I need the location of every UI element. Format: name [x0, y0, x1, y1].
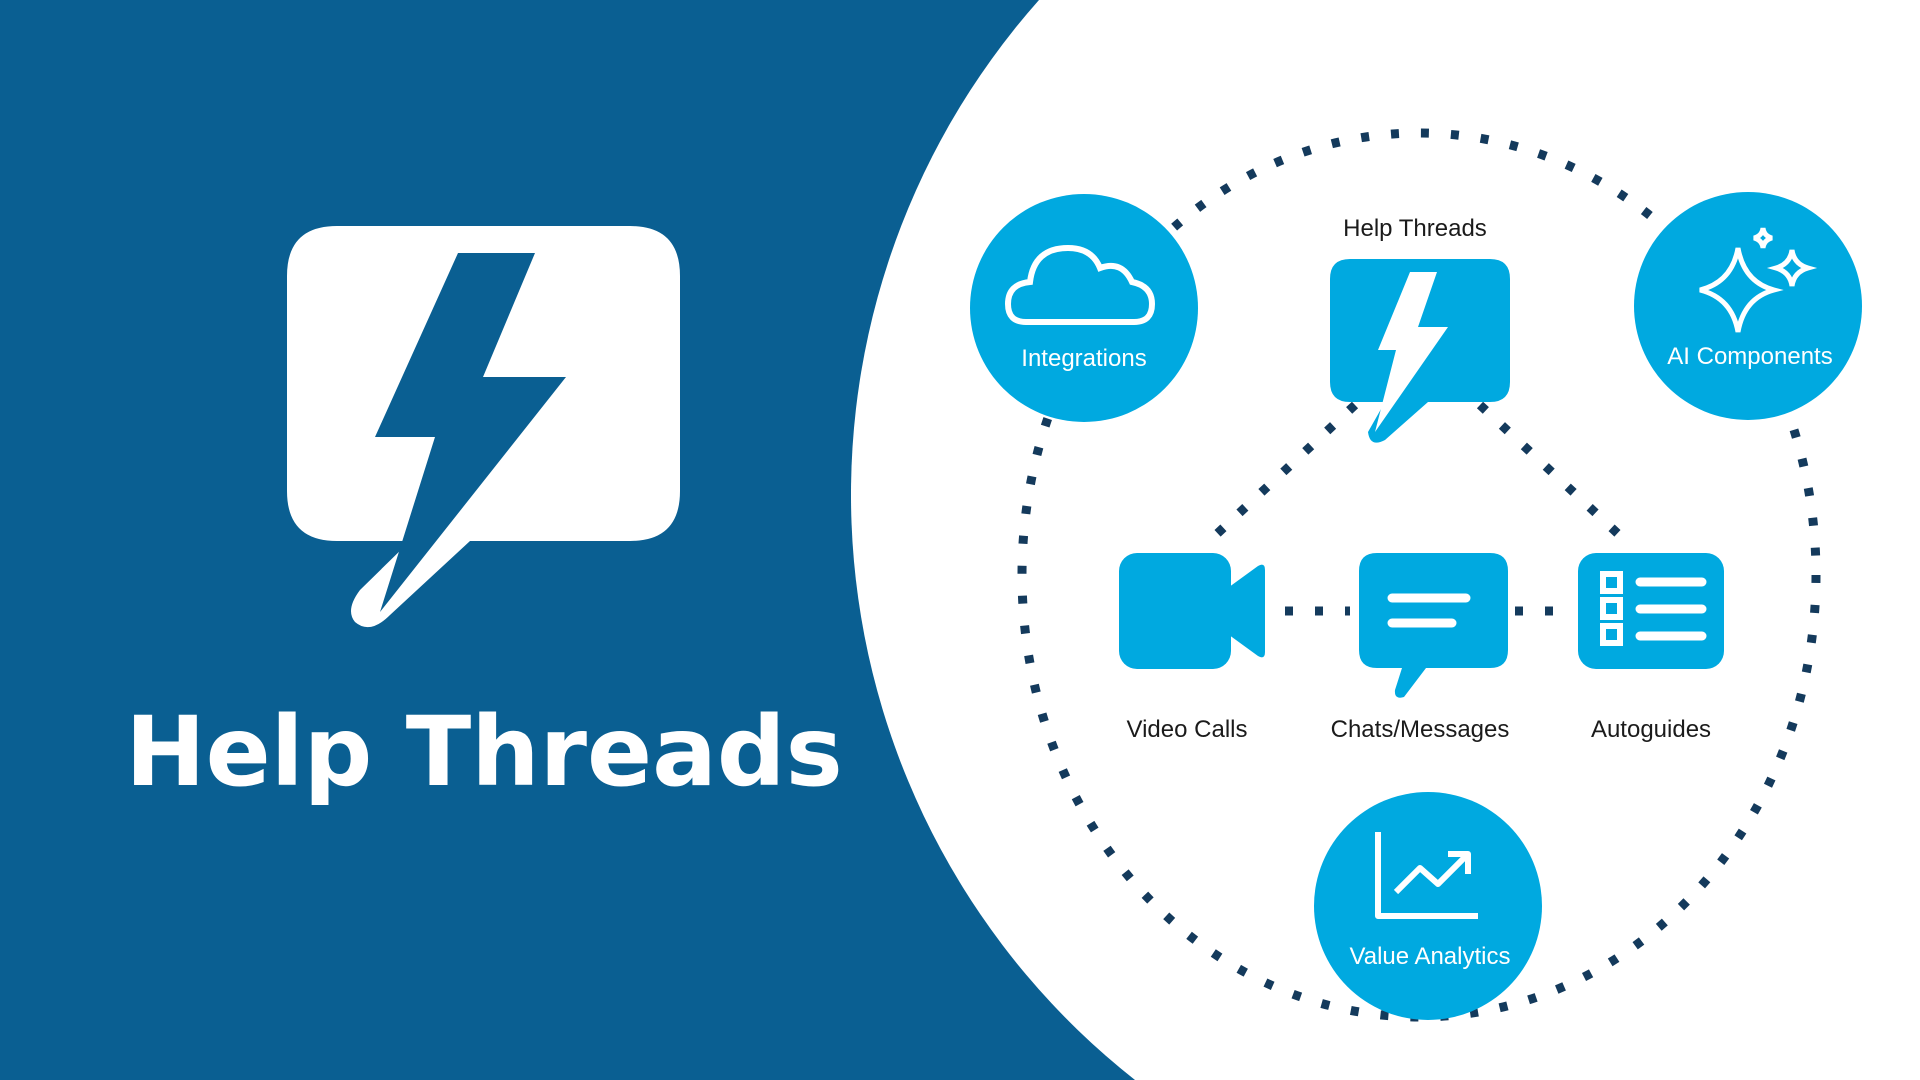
- autoguides-label: Autoguides: [1591, 716, 1711, 743]
- node-video-calls: Video Calls: [1119, 553, 1265, 743]
- trend-chart-icon: [1375, 832, 1478, 919]
- video-camera-icon: [1119, 553, 1265, 669]
- chat-bubble-icon: [1359, 553, 1508, 698]
- cloud-icon: [1004, 244, 1156, 325]
- node-chats-messages: Chats/Messages: [1331, 553, 1510, 743]
- node-autoguides: Autoguides: [1578, 553, 1724, 743]
- node-value-analytics: Value Analytics: [1314, 792, 1542, 1020]
- outer-dotted-ring: [1017, 128, 1821, 1022]
- node-integrations: Integrations: [970, 194, 1198, 422]
- page-title: Help Threads: [125, 696, 842, 808]
- help-threads-center-icon: [1330, 259, 1510, 443]
- ai-components-label: AI Components: [1667, 343, 1832, 370]
- connector-lines: [1201, 401, 1634, 616]
- value-analytics-label: Value Analytics: [1350, 943, 1511, 970]
- checklist-icon: [1578, 553, 1724, 669]
- node-ai-components: AI Components: [1634, 192, 1862, 420]
- center-label: Help Threads: [1343, 215, 1487, 242]
- help-threads-logo-icon: [287, 226, 680, 628]
- sparkles-icon: [1699, 227, 1818, 333]
- video-calls-label: Video Calls: [1127, 716, 1248, 743]
- integrations-label: Integrations: [1021, 345, 1146, 372]
- chats-messages-label: Chats/Messages: [1331, 716, 1510, 743]
